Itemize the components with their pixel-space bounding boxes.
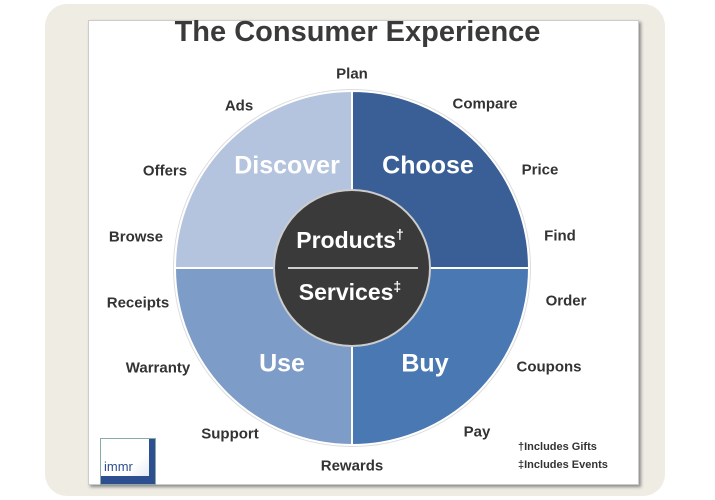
dagger-mark: † bbox=[395, 226, 404, 243]
label-support: Support bbox=[201, 425, 259, 443]
note-events: ‡Includes Events bbox=[518, 459, 608, 471]
note-gifts: †Includes Gifts bbox=[518, 441, 597, 453]
label-offers: Offers bbox=[142, 162, 188, 180]
logo-text: immr bbox=[104, 459, 133, 474]
quadrant-label-buy: Buy bbox=[401, 349, 449, 378]
label-receipts: Receipts bbox=[106, 294, 170, 312]
page-title: The Consumer Experience bbox=[174, 16, 541, 48]
quadrant-label-discover: Discover bbox=[234, 151, 340, 180]
label-find: Find bbox=[544, 227, 576, 245]
label-coupons: Coupons bbox=[516, 358, 582, 376]
products-text: Products bbox=[296, 226, 396, 253]
services-text: Services bbox=[298, 278, 394, 305]
label-rewards: Rewards bbox=[320, 457, 384, 475]
center-services: Services‡ bbox=[299, 278, 401, 306]
label-browse: Browse bbox=[108, 228, 164, 246]
label-pay: Pay bbox=[463, 423, 491, 441]
ddagger-mark: ‡ bbox=[393, 278, 402, 295]
immr-logo: immr bbox=[100, 438, 156, 485]
center-products: Products† bbox=[296, 226, 403, 254]
label-warranty: Warranty bbox=[125, 359, 191, 377]
quadrant-label-use: Use bbox=[259, 349, 305, 378]
label-order: Order bbox=[545, 292, 587, 310]
quadrant-label-choose: Choose bbox=[382, 151, 474, 180]
label-price: Price bbox=[521, 161, 559, 179]
label-compare: Compare bbox=[452, 95, 518, 113]
label-plan: Plan bbox=[336, 65, 368, 83]
label-ads: Ads bbox=[224, 97, 254, 115]
